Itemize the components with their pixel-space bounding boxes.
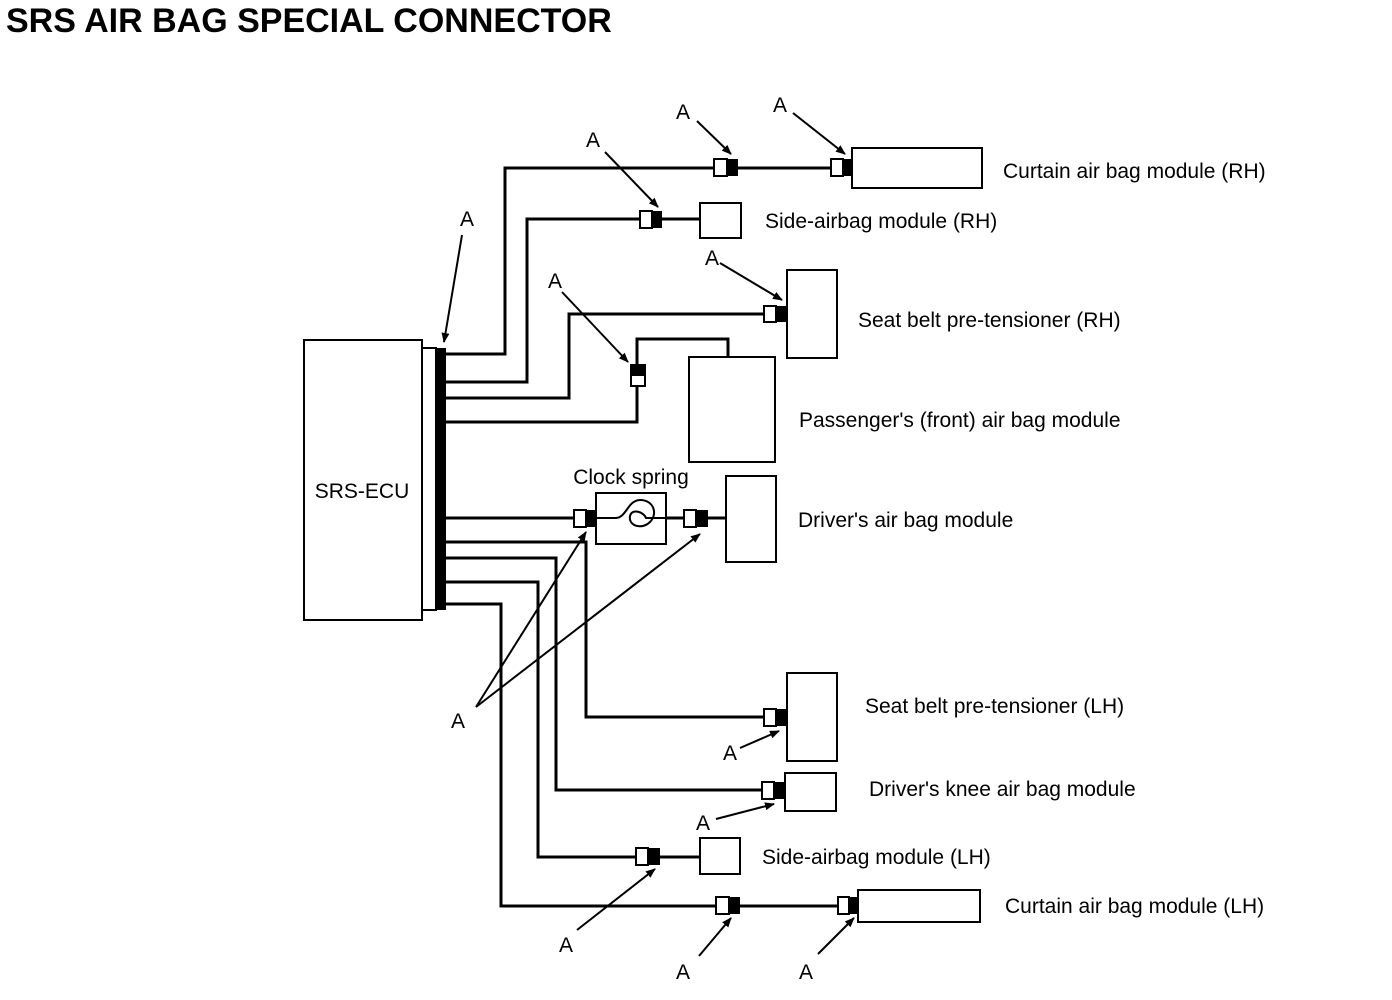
connector-a-label: A [773, 94, 787, 117]
connector-a-label: A [799, 961, 813, 984]
diagram-title: SRS AIR BAG SPECIAL CONNECTOR [6, 2, 612, 40]
connector-knee [761, 781, 785, 800]
connector-side-lh [635, 847, 660, 866]
connector-driver [683, 509, 708, 528]
curtain-lh-label: Curtain air bag module (LH) [1005, 895, 1264, 918]
connector-passenger [630, 364, 646, 387]
curtain-rh-box [851, 147, 983, 189]
ecu-connector-body [421, 347, 437, 611]
srs-ecu-label: SRS-ECU [315, 480, 410, 503]
side-lh-box [699, 837, 741, 875]
connector-pretensioner-rh [763, 305, 787, 323]
clock-spring-coil-icon [596, 498, 666, 528]
curtain-lh-box [857, 889, 981, 923]
side-rh-label: Side-airbag module (RH) [765, 210, 997, 233]
pretensioner-rh-box [786, 269, 838, 359]
connector-curtain-rh-inline [713, 158, 738, 177]
curtain-rh-label: Curtain air bag module (RH) [1003, 160, 1266, 183]
side-rh-box [699, 202, 742, 239]
connector-a-label: A [559, 934, 573, 957]
connector-a-label: A [676, 961, 690, 984]
pointer-arrows [441, 112, 855, 957]
connector-a-label: A [696, 812, 710, 835]
connector-side-rh [639, 210, 662, 229]
connector-curtain-lh-inline [715, 896, 740, 915]
passenger-box [688, 356, 776, 463]
connector-clock-spring-in [573, 509, 596, 528]
driver-label: Driver's air bag module [798, 509, 1013, 532]
connector-a-label: A [676, 101, 690, 124]
driver-box [725, 475, 777, 563]
connector-pretensioner-lh [763, 708, 787, 727]
connector-curtain-rh-module [830, 158, 853, 177]
connector-a-label: A [723, 742, 737, 765]
pretensioner-lh-box [786, 672, 838, 762]
side-lh-label: Side-airbag module (LH) [762, 846, 991, 869]
knee-label: Driver's knee air bag module [869, 778, 1136, 801]
connector-a-label: A [451, 710, 465, 733]
pretensioner-rh-label: Seat belt pre-tensioner (RH) [858, 309, 1121, 332]
connector-a-label: A [548, 270, 562, 293]
ecu-connector-black [436, 348, 446, 610]
clock-spring-label: Clock spring [573, 466, 689, 489]
connector-curtain-lh-module [837, 896, 859, 915]
connector-a-label: A [586, 129, 600, 152]
connector-a-label: A [705, 247, 719, 270]
connector-a-label: A [460, 208, 474, 231]
knee-box [784, 772, 837, 812]
pretensioner-lh-label: Seat belt pre-tensioner (LH) [865, 695, 1124, 718]
srs-ecu-box [303, 339, 423, 621]
passenger-label: Passenger's (front) air bag module [799, 409, 1121, 432]
